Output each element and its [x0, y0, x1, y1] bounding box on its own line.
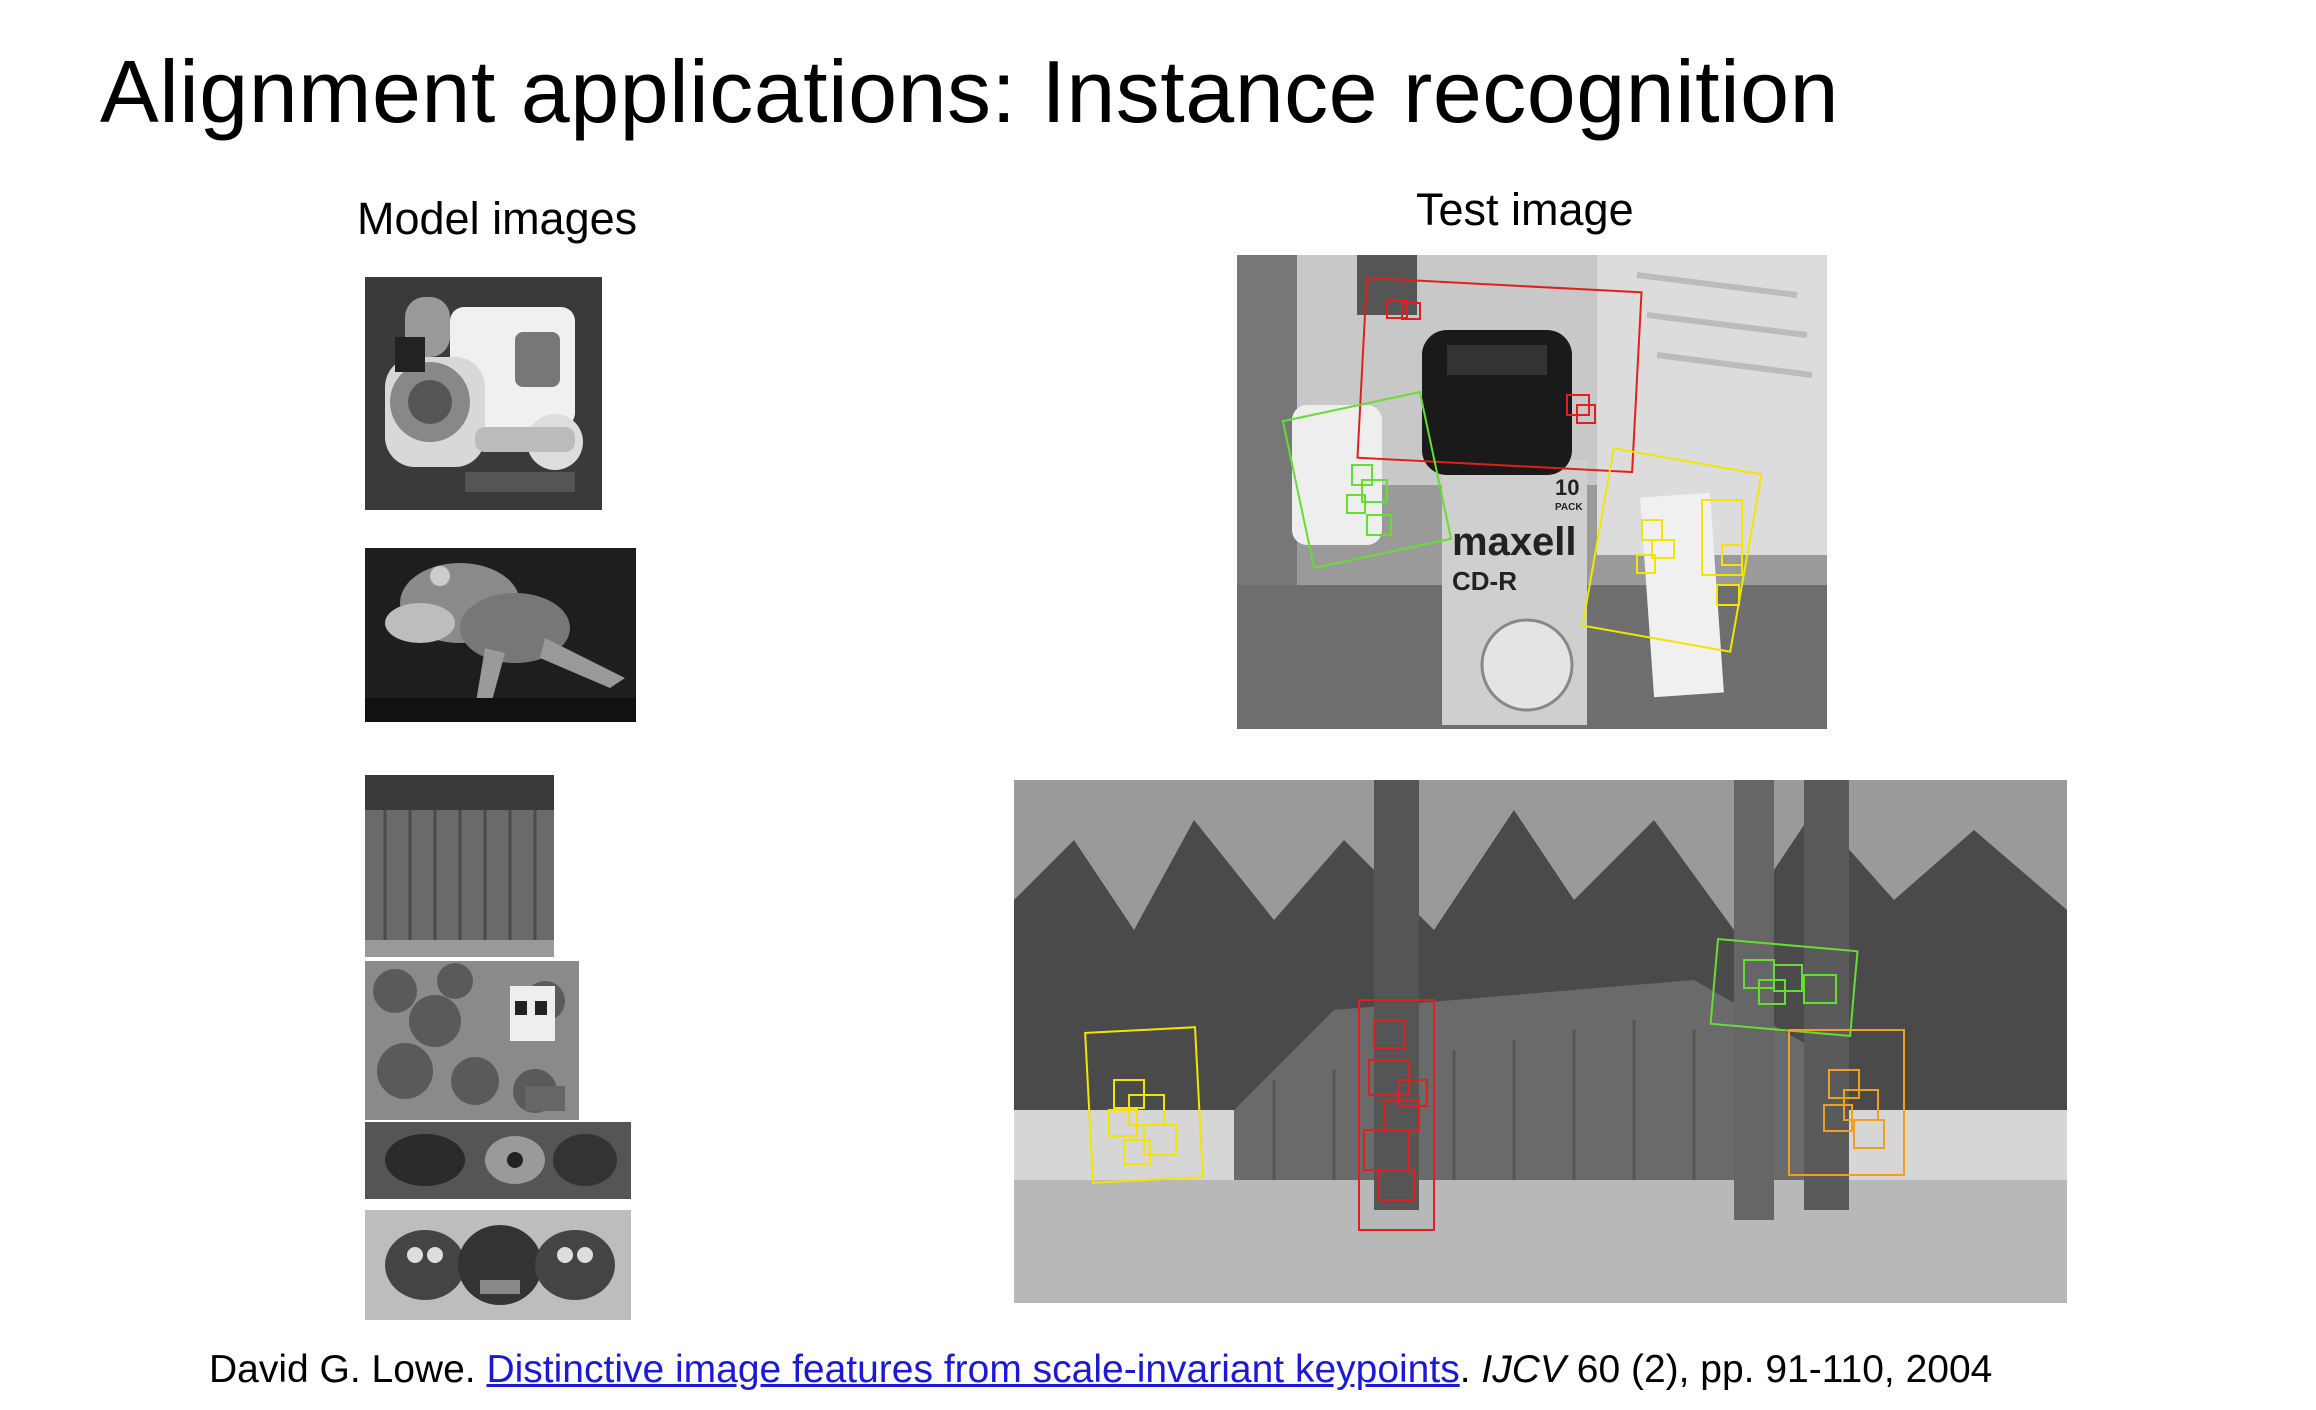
model-image-train [365, 277, 602, 510]
citation-period: . [1459, 1348, 1471, 1391]
model-image-foliage [365, 961, 579, 1120]
test-image-totem-park [1014, 780, 2067, 1303]
model-image-longhouse [365, 775, 554, 957]
test-image-label: Test image [1416, 184, 1634, 235]
citation-author: David G. Lowe. [209, 1348, 476, 1391]
citation: David G. Lowe. Distinctive image feature… [209, 1350, 1992, 1389]
svg-text:CD-R: CD-R [1452, 566, 1517, 596]
paper-link[interactable]: Distinctive image features from scale-in… [486, 1348, 1460, 1391]
citation-journal: IJCV [1481, 1348, 1566, 1391]
svg-text:10: 10 [1555, 475, 1579, 500]
citation-details: 60 (2), pp. 91-110, 2004 [1576, 1348, 1993, 1391]
model-image-frog [365, 548, 636, 722]
slide-title: Alignment applications: Instance recogni… [100, 42, 1840, 141]
model-images-label: Model images [357, 193, 638, 244]
test-image-tabletop: maxell CD-R 10 PACK [1237, 255, 1827, 729]
svg-text:PACK: PACK [1555, 502, 1583, 513]
model-image-totem-2 [365, 1210, 631, 1320]
model-image-totem-1 [365, 1122, 631, 1199]
svg-text:maxell: maxell [1452, 520, 1577, 564]
